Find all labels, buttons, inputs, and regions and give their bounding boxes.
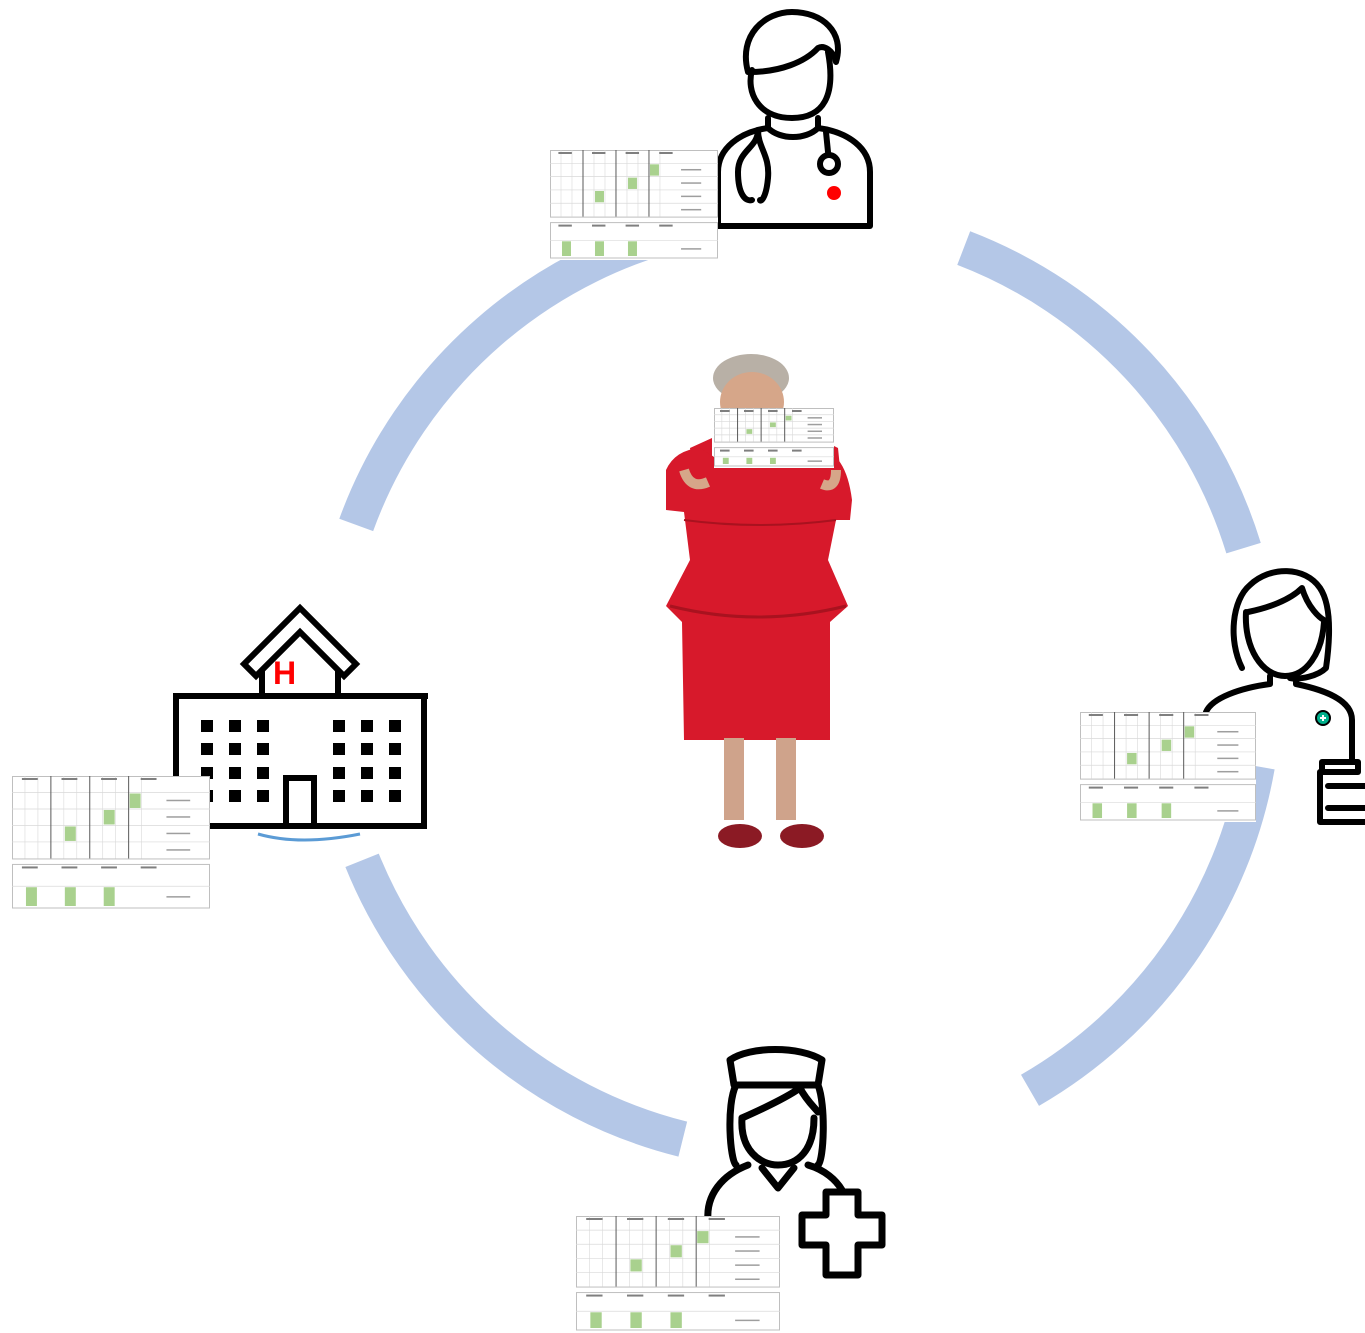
schedule-dose-cell	[1184, 726, 1195, 738]
schedule-dose-cell	[627, 177, 637, 189]
hospital-window	[361, 790, 373, 802]
schedule-dose-cell	[594, 190, 604, 203]
schedule-dose-cell	[769, 457, 776, 464]
schedule-dose-cell	[746, 429, 753, 434]
hospital-window	[333, 767, 345, 779]
hospital-window	[389, 743, 401, 755]
hospital-window	[229, 743, 241, 755]
schedule-dose-cell	[1127, 803, 1137, 818]
hospital-window	[257, 743, 269, 755]
hospital-window	[257, 720, 269, 732]
schedule-dose-cell	[103, 887, 115, 906]
schedule-dose-cell	[1092, 803, 1103, 818]
schedule-dose-cell	[590, 1312, 602, 1328]
hospital-window	[257, 767, 269, 779]
hospital-sign-letter: H	[273, 655, 297, 691]
schedule-dose-cell	[670, 1312, 682, 1328]
schedule-dose-cell	[630, 1259, 642, 1272]
hospital-window	[333, 790, 345, 802]
hospital-window	[201, 743, 213, 755]
schedule-dose-cell	[746, 457, 753, 464]
schedule-dose-cell	[64, 887, 76, 906]
hospital-window	[257, 790, 269, 802]
hospital-window	[229, 767, 241, 779]
doctor-red-badge	[827, 186, 841, 200]
schedule-dose-cell	[649, 164, 659, 176]
hospital-window	[229, 790, 241, 802]
ring-arc-segment	[345, 853, 688, 1157]
schedule-dose-cell	[785, 415, 792, 421]
schedule-dose-cell	[594, 241, 604, 256]
schedule-dose-cell	[769, 422, 776, 428]
schedule-card-nurse	[576, 1216, 780, 1332]
schedule-dose-cell	[1161, 803, 1172, 818]
schedule-dose-cell	[1127, 752, 1137, 765]
hospital-window	[333, 720, 345, 732]
hospital-window	[201, 720, 213, 732]
schedule-dose-cell	[25, 887, 37, 906]
schedule-card-pharmacist	[1080, 712, 1256, 822]
schedule-card-doctor	[550, 150, 718, 260]
hospital-window	[333, 743, 345, 755]
hospital-window	[361, 767, 373, 779]
hospital-window	[389, 720, 401, 732]
hospital-window	[389, 790, 401, 802]
ring-arc-segment	[957, 231, 1261, 554]
schedule-dose-cell	[697, 1231, 709, 1244]
schedule-card-patient	[714, 408, 834, 468]
schedule-dose-cell	[1161, 739, 1172, 751]
schedule-dose-cell	[722, 457, 729, 464]
schedule-dose-cell	[627, 241, 637, 256]
schedule-dose-cell	[129, 793, 141, 808]
hospital-window	[389, 767, 401, 779]
hospital-window	[361, 720, 373, 732]
schedule-dose-cell	[64, 826, 76, 841]
schedule-card-hospital	[12, 776, 210, 910]
hospital-window	[229, 720, 241, 732]
hospital-window	[361, 743, 373, 755]
schedule-dose-cell	[670, 1245, 682, 1258]
schedule-dose-cell	[561, 241, 571, 256]
schedule-dose-cell	[103, 809, 115, 825]
schedule-dose-cell	[630, 1312, 642, 1328]
